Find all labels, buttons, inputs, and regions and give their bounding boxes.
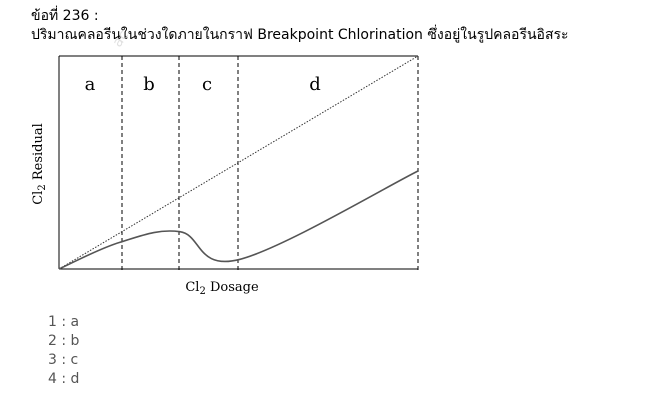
answer-choice-4[interactable]: 4 : d (48, 371, 80, 387)
actual-residual-curve (58, 170, 419, 270)
x-axis-label: Cl2 Dosage (185, 280, 259, 297)
question-number: ข้อที่ 236 : (31, 8, 99, 24)
answer-choice-2[interactable]: 2 : b (48, 333, 80, 349)
breakpoint-chart: a b c d Cl2 Dosage Cl2 Residual (31, 55, 419, 297)
answer-choices: 1 : a 2 : b 3 : c 4 : d (48, 313, 79, 389)
region-label-b: b (143, 74, 155, 95)
ideal-residual-line (58, 55, 419, 270)
region-label-a: a (85, 74, 96, 95)
region-label-c: c (202, 74, 212, 95)
answer-choice-1[interactable]: 1 : a (48, 314, 80, 330)
answer-choice-3[interactable]: 3 : c (48, 352, 79, 368)
region-label-d: d (309, 74, 321, 95)
question-text: ปริมาณคลอรีนในช่วงใดภายในกราฟ Breakpoint… (31, 27, 569, 43)
y-axis-label: Cl2 Residual (31, 123, 48, 205)
